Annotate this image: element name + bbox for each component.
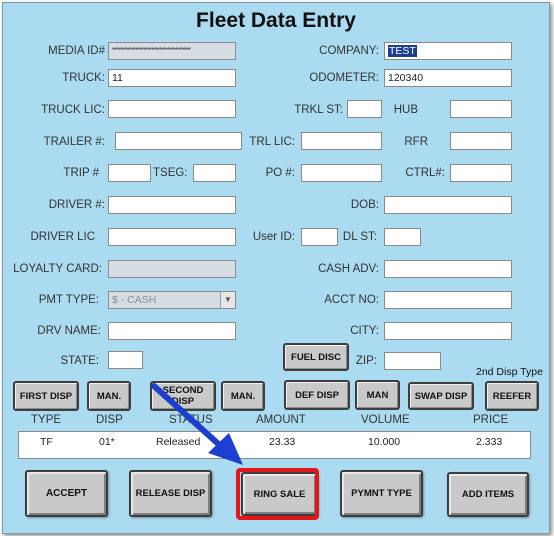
cell-type: TF [40,436,53,448]
rfr-field[interactable] [450,132,512,150]
truck-label: TRUCK: [62,72,105,84]
trkl-st-field[interactable] [347,100,382,118]
chevron-down-icon: ▼ [220,292,235,308]
user-id-label: User ID: [252,231,295,243]
col-header-price: PRICE [473,414,509,426]
cell-price: 2.333 [476,436,503,448]
pymnt-type-button[interactable]: PYMNT TYPE [340,470,423,517]
cell-disp: 01* [99,436,115,448]
ring-sale-button[interactable]: RING SALE [241,472,318,516]
drv-name-label: DRV NAME: [37,325,101,337]
trl-lic-field[interactable] [301,132,382,150]
second-disp-type-label: 2nd Disp Type [476,366,543,378]
hub-label: HUB [393,104,418,116]
zip-label: ZIP: [355,355,377,367]
company-value: TEST [388,45,417,57]
driver-lic-field[interactable] [108,228,236,246]
man-button-3[interactable]: MAN [355,380,400,410]
loyalty-card-label: LOYALTY CARD: [13,263,102,275]
dl-st-field[interactable] [384,228,421,246]
cell-amount: 23.33 [269,436,296,448]
col-header-volume: VOLUME [361,414,410,426]
rfr-label: RFR [404,136,428,148]
tseg-field[interactable] [193,164,236,182]
col-header-disp: DISP [96,414,123,426]
company-label: COMPANY: [319,45,379,57]
dl-st-label: DL ST: [342,231,377,243]
odometer-field[interactable]: 120340 [384,69,512,87]
sales-table: TF 01* Released 23.33 10.000 2.333 [18,431,531,459]
trip-label: TRIP # [63,167,99,179]
media-id-label: MEDIA ID# [48,45,105,57]
annotation-arrow-icon [151,383,243,465]
tseg-label: TSEG: [153,167,188,179]
pmt-type-label: PMT TYPE: [38,294,99,306]
cell-status: Released [156,436,201,448]
company-field[interactable]: TEST [384,42,512,60]
hub-field[interactable] [450,100,512,118]
release-disp-button[interactable]: RELEASE DISP [129,470,212,517]
dob-field[interactable] [384,196,512,214]
ring-sale-highlight-box [236,468,319,520]
cash-adv-field[interactable] [384,260,512,278]
man-button-2[interactable]: MAN. [221,381,265,411]
city-field[interactable] [384,322,512,340]
pmt-type-value: $ - CASH [112,294,157,306]
trl-lic-label: TRL LIC: [249,136,295,148]
media-id-field[interactable]: ****************************** [108,42,236,60]
man-button-1[interactable]: MAN. [87,381,131,411]
acct-no-field[interactable] [384,291,512,309]
pmt-type-select: $ - CASH ▼ [108,291,236,309]
reefer-button[interactable]: REEFER [485,381,539,411]
ctrl-field[interactable] [450,164,512,182]
state-field[interactable] [108,351,143,369]
city-label: CITY: [350,325,379,337]
dob-label: DOB: [350,199,379,211]
ctrl-label: CTRL#: [405,167,445,179]
truck-lic-field[interactable] [108,100,236,118]
po-field[interactable] [301,164,382,182]
po-label: PO #: [265,167,295,179]
odometer-label: ODOMETER: [309,72,379,84]
def-disp-button[interactable]: DEF DISP [284,380,350,410]
add-items-button[interactable]: ADD ITEMS [447,472,529,517]
col-header-amount: AMOUNT [256,414,306,426]
driver-field[interactable] [108,196,236,214]
truck-field[interactable]: 11 [108,69,236,87]
fuel-disc-button[interactable]: FUEL DISC [283,343,349,371]
zip-field[interactable] [384,352,441,370]
first-disp-button[interactable]: FIRST DISP [13,381,79,411]
window-title: Fleet Data Entry [196,9,356,32]
loyalty-card-field [108,260,236,278]
driver-lic-label: DRIVER LIC [30,231,95,243]
table-row[interactable]: TF 01* Released 23.33 10.000 2.333 [19,432,530,458]
accept-button[interactable]: ACCEPT [25,470,108,517]
drv-name-field[interactable] [108,322,236,340]
cash-adv-label: CASH ADV: [318,263,379,275]
trailer-field[interactable] [115,132,242,150]
driver-label: DRIVER #: [48,199,105,211]
acct-no-label: ACCT NO: [324,294,379,306]
user-id-field[interactable] [301,228,338,246]
col-header-type: TYPE [31,414,62,426]
trip-field[interactable] [108,164,151,182]
state-label: STATE: [60,355,99,367]
swap-disp-button[interactable]: SWAP DISP [408,382,474,410]
truck-lic-label: TRUCK LIC: [41,104,105,116]
trailer-label: TRAILER #: [43,136,105,148]
trkl-st-label: TRKL ST: [294,104,343,116]
cell-volume: 10.000 [368,436,401,448]
